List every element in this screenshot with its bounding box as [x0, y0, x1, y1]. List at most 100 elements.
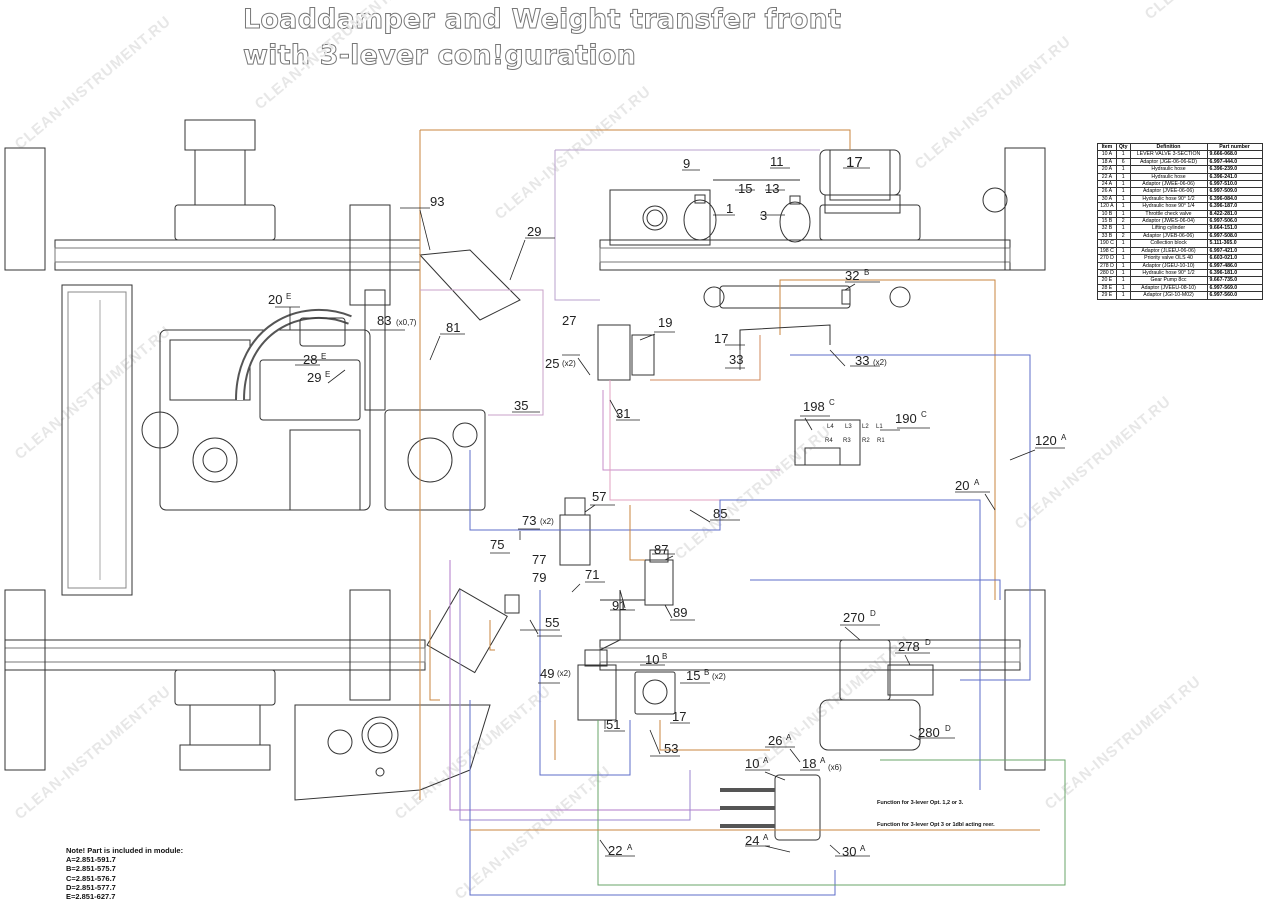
cell-part-number: 6.997-421.0 — [1206, 246, 1263, 256]
callout-26a-suffix: A — [786, 733, 792, 742]
cell-definition: Adaptor (JGI-10-M02) — [1129, 291, 1208, 300]
cell-definition: Adaptor (JGEU-10-10) — [1129, 261, 1208, 270]
callout-18a: 18 — [802, 756, 816, 771]
watermark: CLEAN-INSTRUMENT.RU — [1042, 673, 1205, 813]
callout-19: 19 — [658, 315, 672, 330]
callout-198c: 198 — [803, 399, 825, 414]
callout-15b-qty: (x2) — [712, 672, 726, 681]
cell-definition: Adaptor (JWEE-06-06) — [1129, 180, 1208, 189]
callout-79: 79 — [532, 570, 546, 585]
cell-part-number: 6.396-084.0 — [1206, 194, 1263, 204]
callout-15b: 15 — [686, 668, 700, 683]
title-line-2: with 3-lever con!guration — [242, 40, 637, 72]
callout-22a: 22 — [608, 843, 622, 858]
cell-item: 20 A — [1097, 165, 1117, 174]
cell-item: 20 E — [1097, 276, 1117, 285]
callout-labels: 93 29 81 83 (x0,7) 20 E 28 E 29 E 9 1 3 … — [268, 154, 1067, 859]
watermark: CLEAN-INSTRUMENT.RU — [1142, 0, 1280, 23]
watermark: CLEAN-INSTRUMENT.RU — [492, 83, 655, 223]
cell-qty: 1 — [1115, 254, 1131, 263]
cell-part-number: 6.997-506.0 — [1206, 217, 1263, 226]
callout-73: 73 — [522, 513, 536, 528]
cell-item: 32 B — [1097, 224, 1117, 233]
cell-item: 280 D — [1097, 268, 1117, 278]
svg-text:L1: L1 — [876, 424, 883, 430]
cell-item: 26 A — [1097, 187, 1117, 196]
cell-qty: 1 — [1115, 180, 1131, 189]
cell-qty: 1 — [1115, 165, 1131, 174]
cell-part-number: 6.396-239.0 — [1206, 165, 1263, 174]
callout-87: 87 — [654, 542, 668, 557]
callout-25: 25 — [545, 356, 559, 371]
parts-table-header: Item Qty Definition Part number — [1097, 142, 1263, 152]
upper-chassis-frame — [4, 119, 1046, 321]
callout-278d-suffix: D — [925, 638, 931, 647]
cell-item: 10 A — [1097, 150, 1117, 159]
engine — [141, 289, 486, 511]
callout-28e-suffix: E — [321, 352, 326, 361]
callout-18a-suffix: A — [820, 756, 826, 765]
callout-15: 15 — [738, 181, 752, 196]
cell-definition: Throttle check valve — [1129, 209, 1208, 219]
cell-part-number: 6.603-021.0 — [1206, 254, 1263, 263]
svg-text:R1: R1 — [877, 438, 885, 444]
callout-10a: 10 — [745, 756, 759, 771]
cell-qty: 1 — [1115, 202, 1131, 211]
cell-item: 190 C — [1097, 239, 1117, 248]
cell-qty: 1 — [1115, 291, 1131, 300]
cell-part-number: 6.997-560.0 — [1206, 291, 1263, 300]
lower-chassis-frame — [4, 589, 1046, 801]
cell-qty: 1 — [1115, 187, 1131, 196]
cell-qty: 1 — [1115, 239, 1131, 248]
cell-part-number: 6.997-444.0 — [1206, 157, 1263, 167]
note-line: E=2.851-627.7 — [66, 892, 116, 902]
cell-definition: Hydraulic hose — [1129, 165, 1208, 174]
callout-20a: 20 — [955, 478, 969, 493]
callout-32b: 32 — [845, 268, 859, 283]
callout-26a: 26 — [768, 733, 782, 748]
function-note-2: Function for 3-lever Opt 3 or 1dbl actin… — [877, 822, 995, 828]
callout-10b: 10 — [645, 652, 659, 667]
callout-280d: 280 — [918, 725, 940, 740]
cell-definition: Priority valve OLS 40 — [1129, 254, 1208, 263]
cell-item: 15 B — [1097, 217, 1117, 226]
cell-item: 278 D — [1097, 261, 1117, 270]
function-note-1: Function for 3-lever Opt. 1,2 or 3. — [877, 800, 964, 806]
note-line: C=2.851-576.7 — [66, 873, 116, 883]
cell-definition: Hydraulic hose 90° 1/4 — [1129, 202, 1208, 211]
accumulators — [683, 149, 911, 309]
watermark: CLEAN-INSTRUMENT.RU — [12, 13, 175, 153]
watermark: CLEAN-INSTRUMENT.RU — [392, 683, 555, 823]
callout-85: 85 — [713, 506, 727, 521]
cell-qty: 2 — [1115, 231, 1131, 241]
callout-278d: 278 — [898, 639, 920, 654]
cell-part-number: 8.422-281.0 — [1206, 209, 1263, 219]
callout-9: 9 — [683, 156, 690, 171]
callout-10a-suffix: A — [763, 756, 769, 765]
cell-item: 22 A — [1097, 172, 1117, 182]
cell-item: 270 D — [1097, 254, 1117, 263]
callout-29: 29 — [527, 224, 541, 239]
callout-32b-suffix: B — [864, 268, 869, 277]
cell-part-number: 9.666-068.0 — [1206, 150, 1263, 159]
header-item: Item — [1097, 142, 1117, 152]
title-line-1: Loaddamper and Weight transfer front — [242, 4, 842, 36]
cell-item: 30 A — [1097, 194, 1117, 204]
cell-definition: LEVER VALVE 3-SECTION — [1129, 150, 1208, 159]
cell-part-number: 6.997-508.0 — [1206, 231, 1263, 241]
callout-83-qty: (x0,7) — [396, 318, 417, 327]
cell-qty: 1 — [1115, 194, 1131, 204]
header-definition: Definition — [1129, 142, 1208, 152]
